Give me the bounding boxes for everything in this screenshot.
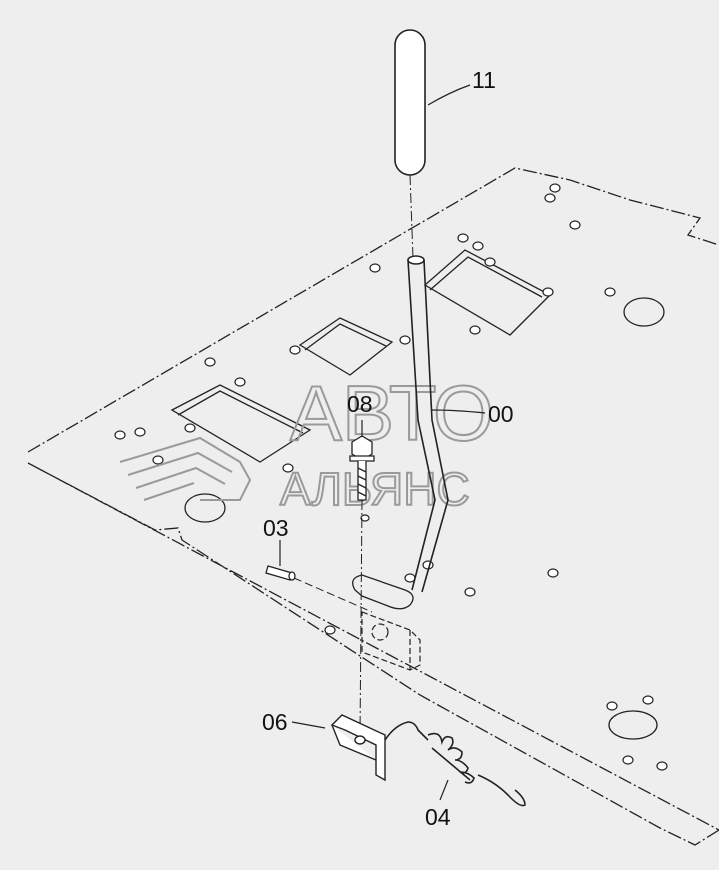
- plate-large-holes: [184, 297, 665, 740]
- spring-bracket: [330, 714, 386, 782]
- lever-bracket-block: [361, 611, 421, 671]
- tension-spring: [384, 721, 526, 807]
- watermark-line1: АВТО: [290, 369, 494, 457]
- callout-labels: 11 00 08 03 06 04: [262, 67, 514, 830]
- lever-grip: [394, 29, 426, 176]
- floor-plate: [27, 167, 719, 846]
- bolt-axis: [359, 499, 363, 736]
- watermark-line2: АЛЬЯНС: [280, 463, 470, 515]
- lever-slot: [352, 574, 414, 610]
- callout-06: 06: [262, 709, 288, 735]
- watermark-logo-icon: [119, 436, 252, 501]
- callout-04: 04: [425, 804, 451, 830]
- lever-rod: [407, 255, 449, 593]
- bolt: [349, 435, 375, 501]
- grip-centerline: [409, 174, 414, 259]
- plate-small-holes: [114, 183, 668, 771]
- callout-03: 03: [263, 515, 289, 541]
- pin: [265, 565, 296, 581]
- callout-11: 11: [472, 67, 496, 93]
- pin-hidden-path: [293, 577, 373, 613]
- callout-00: 00: [488, 401, 514, 427]
- callout-08: 08: [347, 391, 373, 417]
- leader-lines: [279, 84, 486, 801]
- watermark: АВТО АЛЬЯНС: [119, 368, 495, 516]
